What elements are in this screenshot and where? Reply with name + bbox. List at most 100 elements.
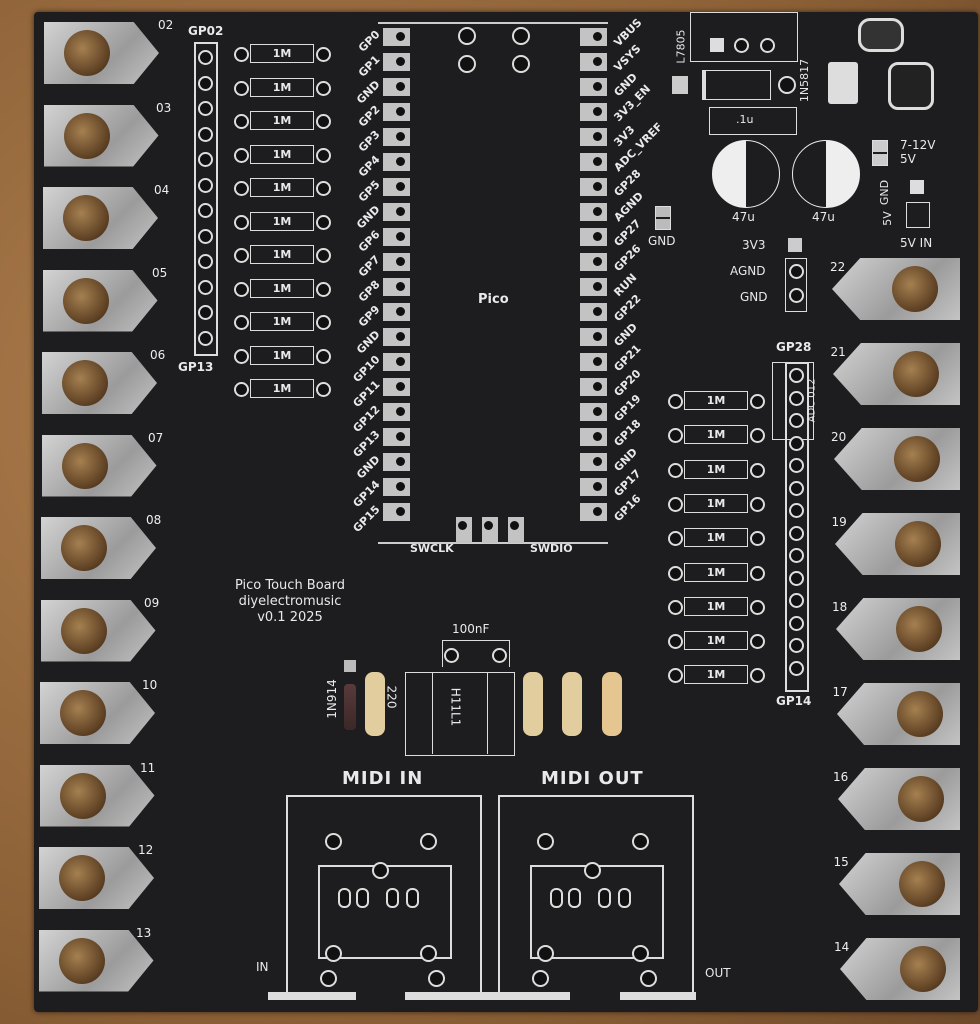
resistor-pad (750, 394, 765, 409)
header-pin (789, 525, 804, 541)
resistor-1m: 1M (250, 77, 314, 97)
header-pin (198, 203, 213, 218)
touch-pad[interactable] (39, 764, 155, 827)
header-pin (198, 101, 213, 116)
power-jumper[interactable] (872, 140, 888, 166)
pad-hole (900, 946, 946, 992)
resistor-pad (234, 80, 249, 96)
pad-hole (59, 772, 106, 819)
touch-pad[interactable] (833, 343, 960, 405)
resistor-pad (316, 281, 331, 297)
touch-pad[interactable] (42, 352, 157, 414)
pico-pin-pad (580, 353, 607, 371)
pico-pin-pad (580, 253, 607, 271)
cap-small-label: .1u (736, 113, 754, 126)
resistor-1m: 1M (684, 391, 748, 410)
touch-pad[interactable] (40, 599, 156, 662)
swd-pad (508, 517, 524, 543)
jumper-label-5v: 5V (900, 152, 916, 166)
left-header (194, 42, 218, 356)
header-pin (789, 615, 804, 631)
touch-pad[interactable] (41, 434, 157, 497)
resistor-pad (750, 668, 765, 684)
touch-pad-number: 08 (146, 513, 162, 527)
right-header (785, 362, 809, 692)
right-header-bottom-label: GP14 (776, 694, 812, 708)
pad-hole (61, 442, 108, 489)
touch-pad[interactable] (840, 938, 960, 1000)
touch-pad[interactable] (837, 683, 960, 745)
touch-pad-number: 20 (831, 430, 847, 444)
touch-pad[interactable] (41, 517, 156, 579)
resistor-220 (365, 672, 385, 736)
jumper-label-7-12v: 7-12V (900, 138, 936, 152)
header-pin (789, 435, 804, 451)
pico-pin-pad (383, 53, 410, 71)
header-pin (789, 660, 804, 676)
touch-pad[interactable] (43, 187, 158, 249)
diode-1n914-pad (344, 660, 356, 672)
regulator-pin (710, 38, 724, 52)
jack-gnd-label: GND (878, 179, 892, 206)
touch-pad[interactable] (39, 847, 154, 909)
midi-resistor (523, 672, 543, 736)
header-pin (789, 570, 804, 586)
header-pin (198, 228, 213, 244)
pico-pin-pad (383, 228, 410, 246)
5v-in-pad-gnd (910, 180, 924, 194)
touch-pad[interactable] (43, 104, 159, 167)
pad-hole (894, 436, 940, 482)
resistor-pad (750, 531, 765, 547)
resistor-pad (316, 348, 331, 364)
touch-pad-number: 05 (152, 265, 168, 280)
pad-hole (59, 855, 105, 901)
header-pin (789, 413, 804, 428)
touch-pad-number: 21 (830, 345, 846, 359)
pad-hole (60, 690, 106, 736)
title-line-1: Pico Touch Board (234, 578, 346, 593)
touch-pad[interactable] (839, 853, 960, 915)
touch-pad[interactable] (836, 598, 960, 660)
pico-pin-pad (580, 403, 607, 421)
midi-in-label: MIDI IN (342, 768, 424, 789)
pad-hole (64, 30, 110, 76)
resistor-1m: 1M (684, 562, 748, 582)
touch-pad[interactable] (835, 513, 960, 575)
pico-pin-pad (383, 303, 410, 321)
diode-1n914 (344, 684, 356, 730)
resistor-1m: 1M (250, 312, 314, 331)
header-pin (198, 126, 213, 142)
pico-pin-pad (580, 128, 607, 146)
gnd-jumper[interactable] (655, 206, 671, 230)
touch-pad[interactable] (838, 768, 960, 830)
pico-pin-pad (383, 78, 410, 96)
pad-hole (897, 691, 943, 737)
midi-socket-pin (537, 833, 554, 850)
touch-pad-number: 03 (156, 100, 172, 115)
pico-label: Pico (478, 292, 509, 307)
touch-pad[interactable] (40, 682, 155, 744)
resistor-pad (668, 599, 683, 615)
touch-pad[interactable] (834, 428, 960, 490)
pico-pin-pad (383, 328, 410, 346)
gnd-jumper-label: GND (648, 234, 676, 248)
resistor-pad (750, 496, 765, 512)
pico-outline (378, 22, 608, 544)
pad-hole (893, 351, 939, 397)
pico-pin-pad (383, 503, 410, 521)
pad-hole (63, 112, 110, 159)
touch-pad[interactable] (44, 22, 159, 84)
touch-pad[interactable] (38, 929, 154, 992)
touch-pad-number: 18 (832, 600, 848, 614)
midi-socket-pin (325, 945, 342, 962)
touch-pad[interactable] (42, 269, 158, 332)
header-pin (198, 75, 213, 91)
touch-pad[interactable] (832, 258, 960, 320)
resistor-pad (234, 382, 249, 397)
pico-pin-pad (383, 103, 410, 121)
pico-pin-pad (383, 378, 410, 396)
resistor-pad (234, 114, 249, 129)
diode-pad (778, 76, 796, 94)
h11l1-body (432, 672, 488, 754)
